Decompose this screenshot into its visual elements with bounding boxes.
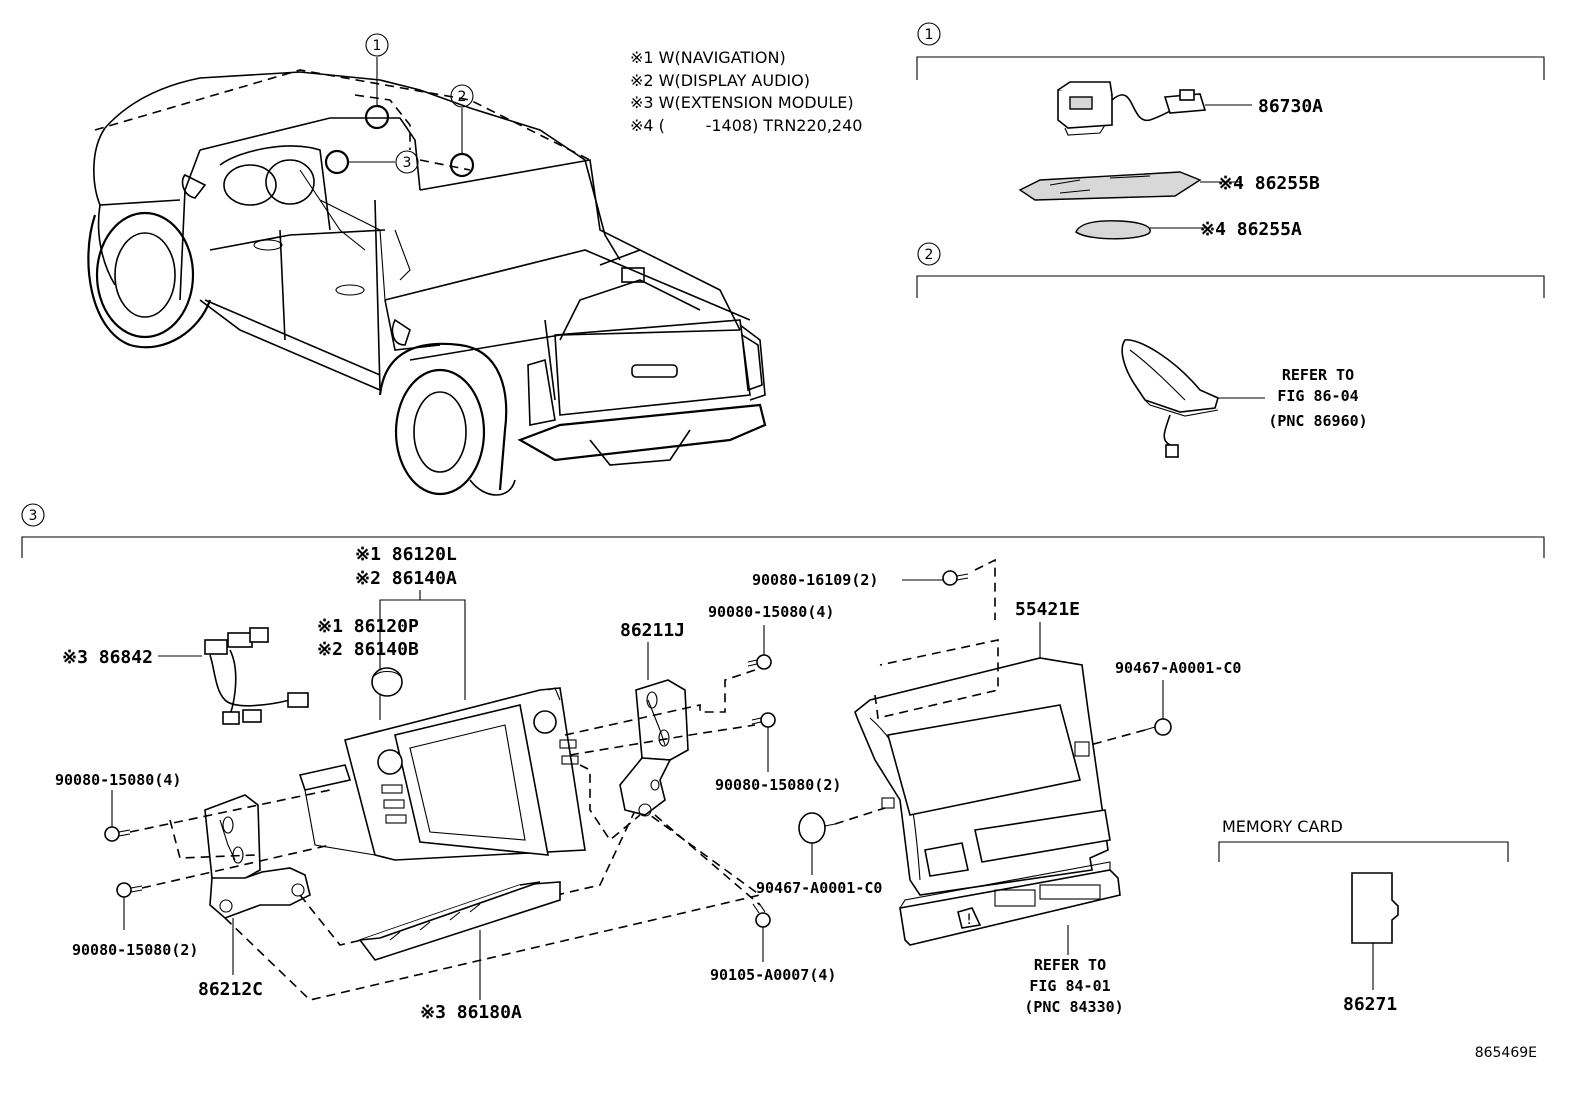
note-1: ※1 W(NAVIGATION): [630, 48, 786, 67]
memory-card-86271: [1351, 872, 1399, 944]
section-2-marker: [917, 242, 941, 266]
svg-text:!: !: [966, 912, 972, 928]
label-86730A: 86730A: [1258, 96, 1323, 117]
refer-panel-line3: (PNC 84330): [1024, 998, 1123, 1016]
bezel-55421E: [854, 639, 1111, 896]
section-3-marker: [21, 503, 45, 527]
refer-antenna-line3: (PNC 86960): [1268, 412, 1367, 430]
bracket-86212C: [204, 794, 311, 919]
cover-86255B: [1018, 171, 1202, 201]
label-86120L: ※1 86120L: [355, 544, 457, 565]
label-86212C: 86212C: [198, 979, 263, 1000]
callout-circle-3: [395, 150, 419, 174]
bracket-86255A: [1075, 220, 1151, 240]
screw-90080-16109: [942, 570, 969, 586]
truck-illustration: 1 2 3: [87, 33, 767, 496]
label-86255B: ※4 86255B: [1218, 173, 1320, 194]
section-3: 3 ※1 86120L ※2 86140A ※1 86120P ※2 86140…: [21, 503, 1545, 1023]
shark-fin-antenna: [1121, 339, 1265, 458]
label-90080-15080-2-left: 90080-15080(2): [72, 941, 198, 959]
section-2: 2 REFER TO FIG 86-04 (PNC 86960): [916, 242, 1545, 458]
section-2-bracket: [916, 275, 1545, 298]
label-90080-15080-2-right: 90080-15080(2): [715, 776, 841, 794]
bracket-86211J: [619, 679, 689, 817]
label-90080-15080-4-left: 90080-15080(4): [55, 771, 181, 789]
label-90080-16109: 90080-16109(2): [752, 571, 878, 589]
head-unit-86120L: [298, 687, 586, 861]
label-86255A: ※4 86255A: [1200, 219, 1302, 240]
label-90080-15080-4-top: 90080-15080(4): [708, 603, 834, 621]
location-marker-2: [449, 152, 475, 178]
callout-1-label: 1: [373, 38, 382, 54]
refer-antenna-line2: FIG 86-04: [1277, 387, 1358, 405]
label-90467-right: 90467-A0001-C0: [1115, 659, 1241, 677]
camera-86730A: [1057, 81, 1252, 136]
note-2: ※2 W(DISPLAY AUDIO): [630, 71, 810, 90]
knob-86120P: [371, 667, 403, 697]
section-3-bracket: [21, 536, 1545, 558]
screw-left-top: [104, 826, 131, 842]
label-86211J: 86211J: [620, 620, 685, 641]
section-1-bracket: [916, 56, 1545, 80]
notes-block: ※1 W(NAVIGATION) ※2 W(DISPLAY AUDIO) ※3 …: [630, 48, 862, 135]
section-3-marker-label: 3: [29, 508, 38, 524]
section-1-marker-label: 1: [925, 27, 934, 43]
callout-circle-1: [365, 33, 389, 57]
switch-panel: !: [899, 861, 1121, 946]
label-55421E: 55421E: [1015, 599, 1080, 620]
figure-id: 865469E: [1475, 1045, 1537, 1061]
section-1-marker: [917, 22, 941, 46]
note-4: ※4 ( -1408) TRN220,240: [630, 116, 862, 135]
screw-mid-top: [747, 654, 772, 670]
label-90105-A0007: 90105-A0007(4): [710, 966, 836, 984]
refer-panel-line1: REFER TO: [1034, 956, 1106, 974]
label-86140A: ※2 86140A: [355, 568, 457, 589]
screw-mid-bottom: [751, 712, 776, 728]
section-1: 1 86730A ※4 86255B ※4 86255A: [916, 22, 1545, 240]
module-86180A: [358, 881, 561, 961]
location-marker-3: [324, 149, 350, 175]
callout-3-label: 3: [403, 155, 412, 171]
clip-90467-left: [798, 812, 836, 844]
note-3: ※3 W(EXTENSION MODULE): [630, 93, 854, 112]
refer-panel-line2: FIG 84-01: [1029, 977, 1110, 995]
screw-left-bottom: [116, 882, 143, 898]
label-90467-left: 90467-A0001-C0: [756, 879, 882, 897]
screw-90105: [752, 902, 771, 928]
memory-card-title: MEMORY CARD: [1222, 817, 1343, 836]
memory-card-bracket: [1218, 841, 1509, 862]
refer-antenna-line1: REFER TO: [1282, 366, 1354, 384]
callout-2-label: 2: [458, 89, 467, 105]
location-marker-1: [364, 104, 390, 130]
section-2-marker-label: 2: [925, 247, 934, 263]
label-86120P: ※1 86120P: [317, 616, 419, 637]
clip-90467-right: [1144, 718, 1172, 736]
callout-circle-2: [450, 84, 474, 108]
label-86271: 86271: [1343, 994, 1397, 1015]
label-86842: ※3 86842: [62, 647, 153, 668]
memory-card-section: MEMORY CARD 86271: [1218, 817, 1509, 1015]
harness-86842: [158, 627, 309, 725]
label-86140B: ※2 86140B: [317, 639, 419, 660]
label-86180A: ※3 86180A: [420, 1002, 522, 1023]
